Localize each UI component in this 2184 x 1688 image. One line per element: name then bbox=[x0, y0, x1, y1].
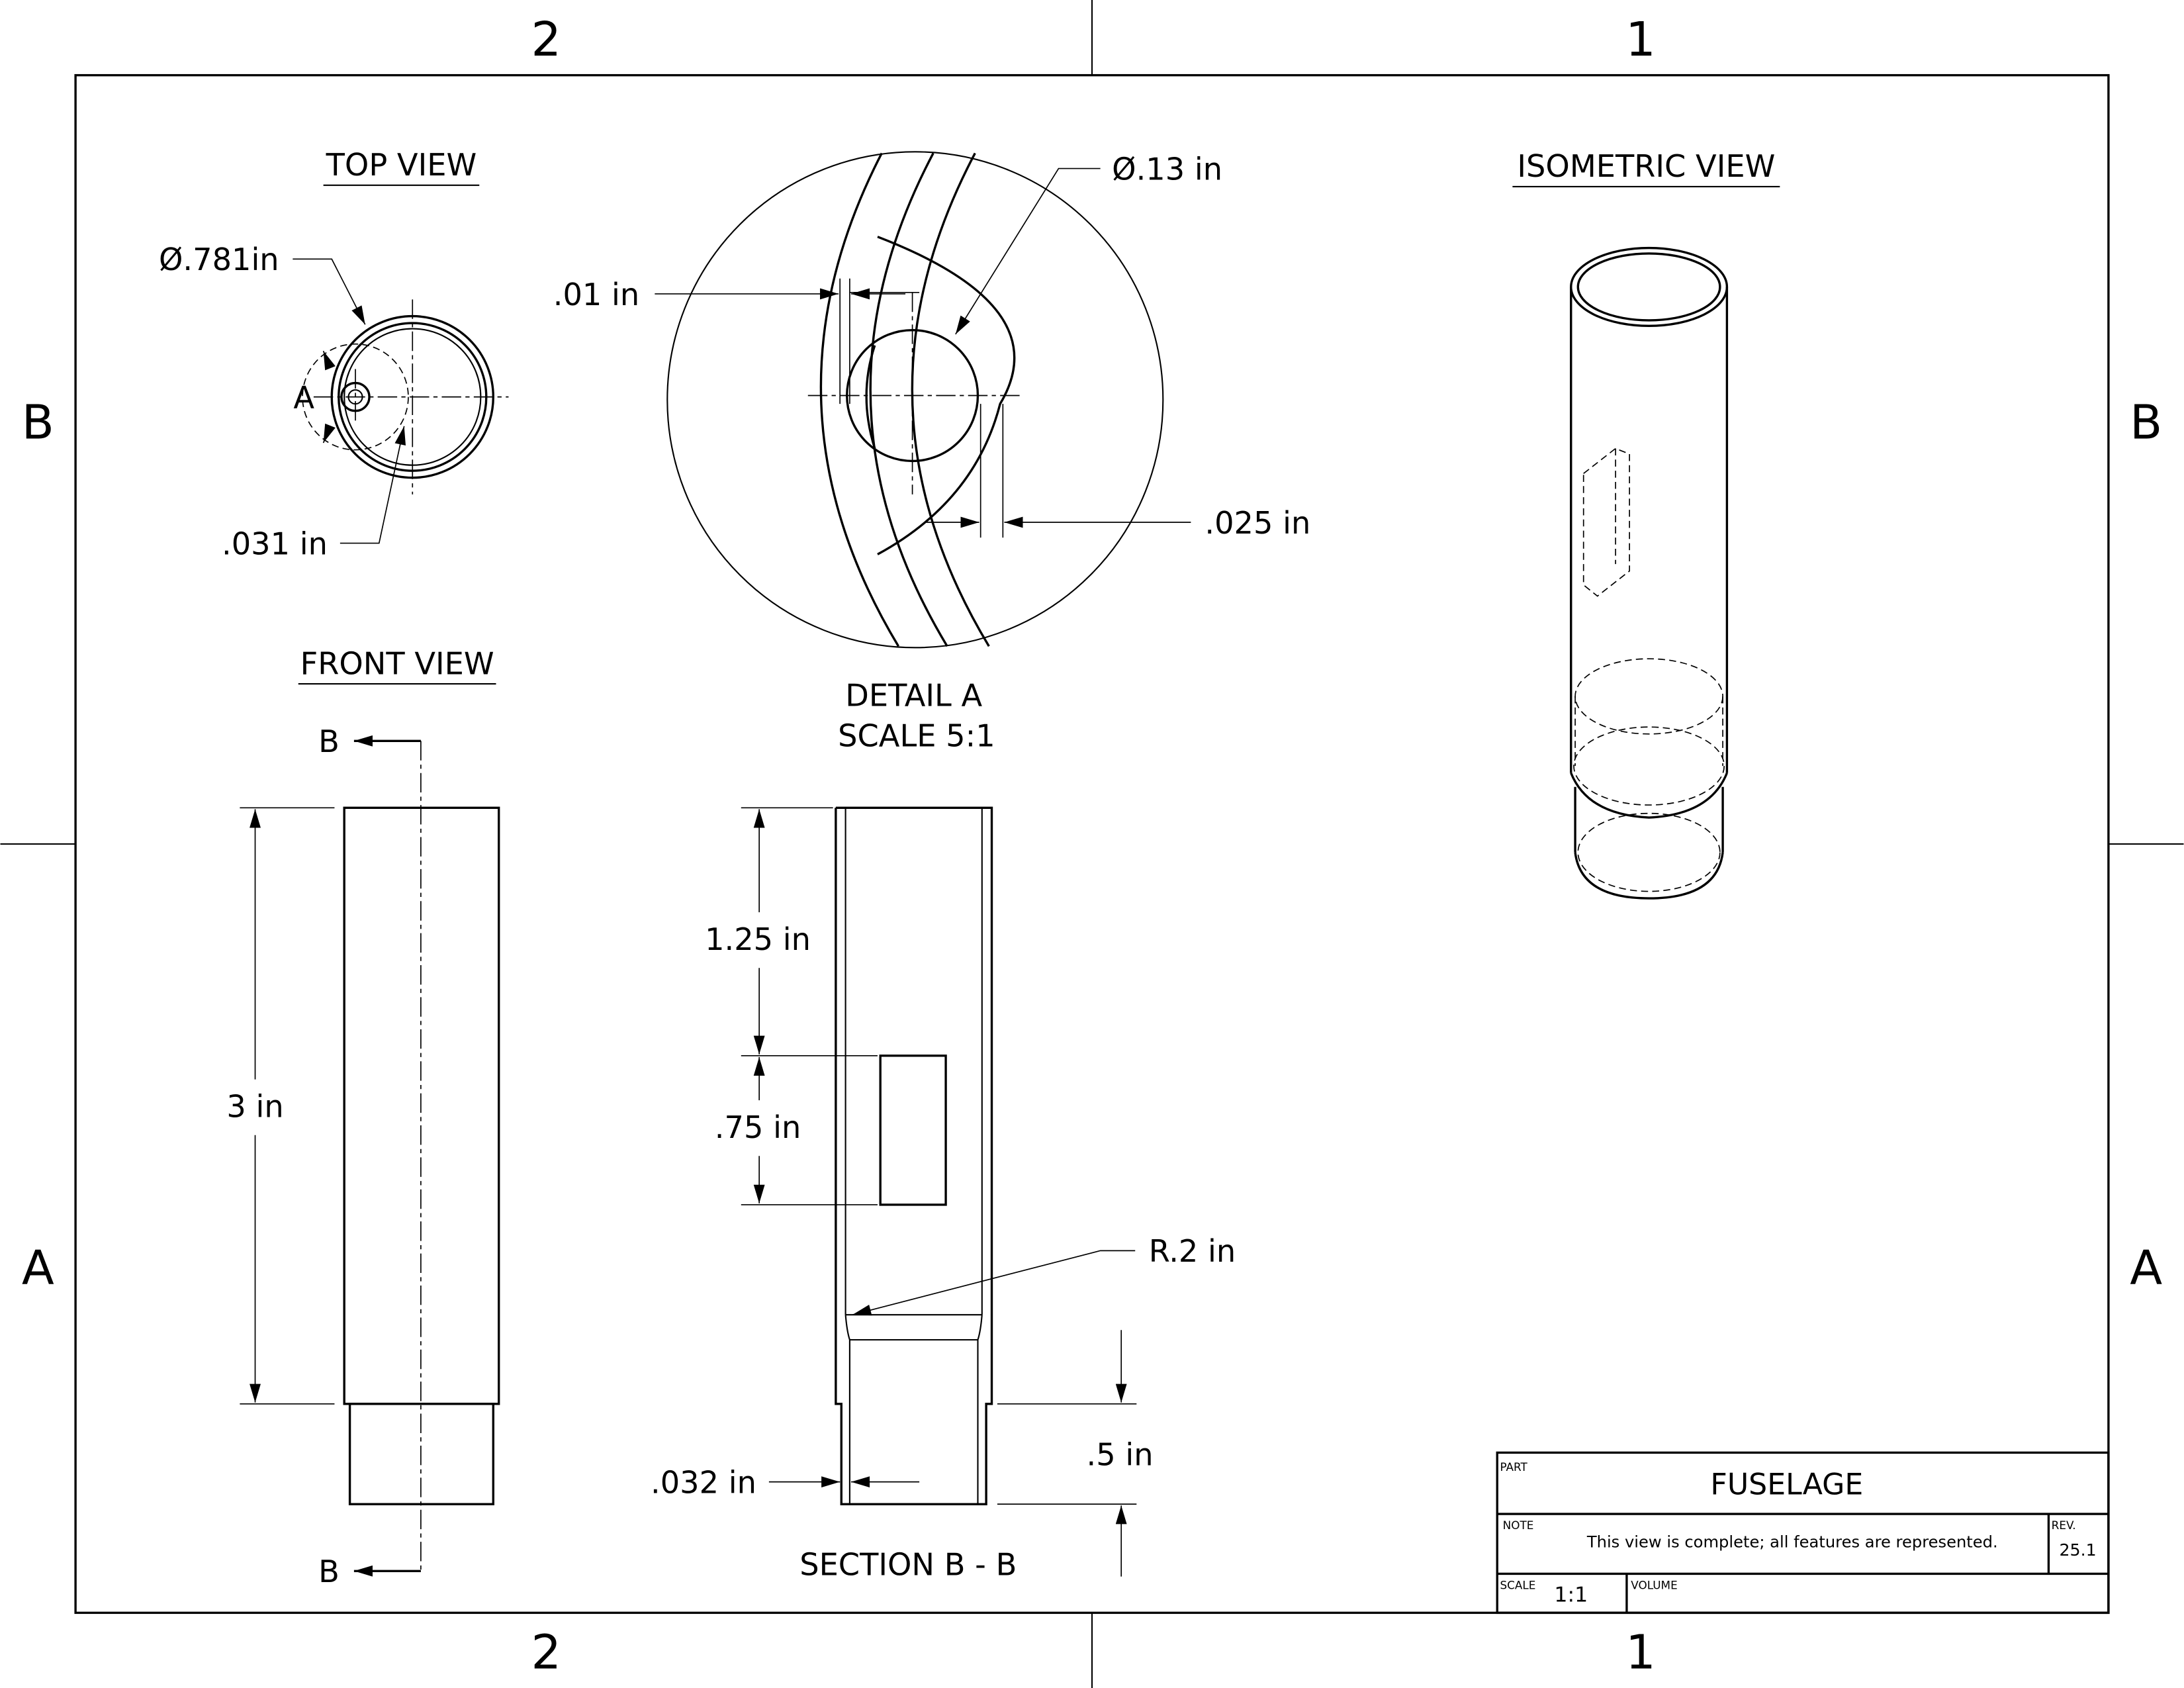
part-label: PART bbox=[1500, 1460, 1527, 1474]
note-text: This view is complete; all features are … bbox=[1586, 1533, 1998, 1552]
top-diameter-dim: Ø.781in bbox=[159, 242, 279, 277]
detail-title: DETAIL A bbox=[845, 678, 982, 714]
slot-length-dim: .75 in bbox=[715, 1109, 801, 1145]
section-view: 1.25 in .75 in R.2 in .5 in .032 in SECT… bbox=[651, 806, 1236, 1583]
zone-label: A bbox=[2130, 1241, 2162, 1295]
top-wall-dim: .031 in bbox=[222, 526, 328, 561]
rev-value: 25.1 bbox=[2060, 1540, 2097, 1560]
zone-label: B bbox=[2130, 395, 2162, 450]
detail-hole-diameter-dim: Ø.13 in bbox=[1112, 151, 1222, 187]
scale-label: SCALE bbox=[1500, 1579, 1535, 1592]
step-wall-dim: .032 in bbox=[651, 1464, 756, 1500]
part-name: FUSELAGE bbox=[1710, 1468, 1863, 1502]
rev-label: REV. bbox=[2052, 1519, 2076, 1532]
top-view: TOP VIEW Ø.781in A .031 in bbox=[159, 147, 509, 561]
zone-label: A bbox=[22, 1241, 54, 1295]
isometric-view: ISOMETRIC VIEW bbox=[1512, 148, 1780, 900]
section-title: SECTION B - B bbox=[799, 1547, 1017, 1583]
detail-ref-label: A bbox=[293, 379, 314, 415]
detail-gap-dim: .01 in bbox=[553, 277, 639, 312]
sheet-border bbox=[74, 73, 2110, 1615]
section-mark-top: B bbox=[318, 724, 340, 759]
scale-value: 1:1 bbox=[1554, 1583, 1588, 1607]
note-label: NOTE bbox=[1503, 1519, 1534, 1532]
detail-a-view: .01 in Ø.13 in .025 in DETAIL A SCALE 5:… bbox=[553, 151, 1310, 754]
front-view-title: FRONT VIEW bbox=[300, 645, 494, 681]
section-mark-bottom: B bbox=[318, 1554, 340, 1589]
fillet-dim: R.2 in bbox=[1149, 1233, 1236, 1269]
zone-label: 1 bbox=[1625, 12, 1656, 67]
step-length-dim: .5 in bbox=[1087, 1436, 1154, 1472]
detail-offset-dim: .025 in bbox=[1205, 505, 1310, 541]
detail-scale: SCALE 5:1 bbox=[838, 718, 995, 754]
zone-label: 2 bbox=[531, 1625, 561, 1680]
isometric-title: ISOMETRIC VIEW bbox=[1517, 148, 1775, 184]
zone-label: 2 bbox=[531, 12, 561, 67]
front-length-dim: 3 in bbox=[226, 1088, 283, 1124]
zone-label: 1 bbox=[1625, 1625, 1656, 1680]
front-view: FRONT VIEW B B 3 in bbox=[226, 645, 500, 1589]
volume-label: VOLUME bbox=[1631, 1579, 1677, 1592]
title-block: PART FUSELAGE NOTE This view is complete… bbox=[1496, 1451, 2110, 1615]
top-view-title: TOP VIEW bbox=[326, 147, 477, 183]
zone-label: B bbox=[22, 395, 54, 450]
slot-offset-dim: 1.25 in bbox=[705, 921, 811, 957]
